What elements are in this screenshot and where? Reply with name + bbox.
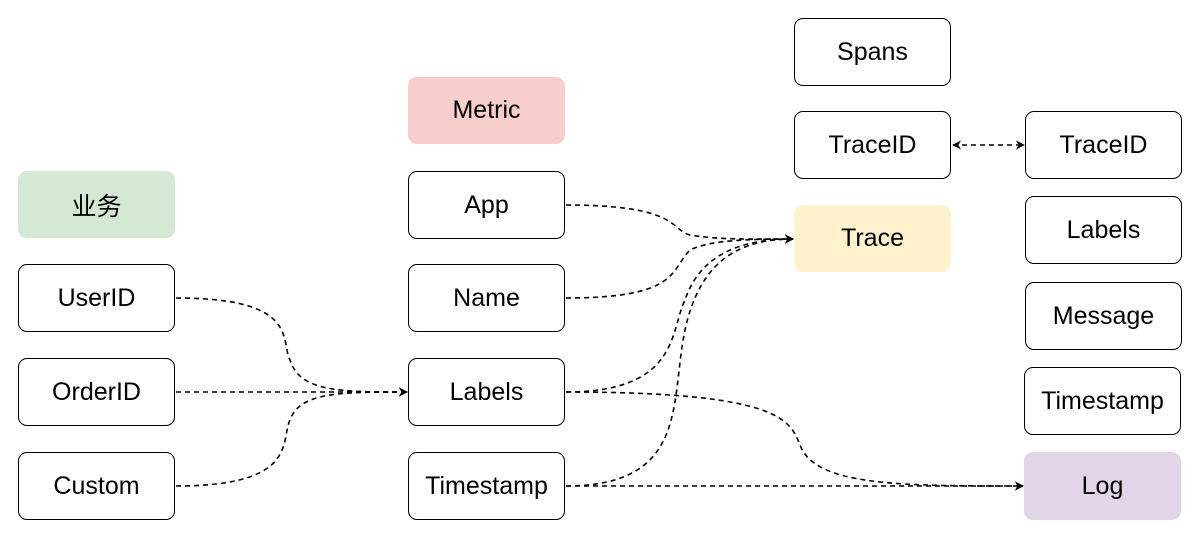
trace-spans-label: Spans	[837, 37, 908, 66]
metric-item-label: Labels	[449, 377, 524, 406]
business-item-custom: Custom	[18, 452, 175, 520]
log-item-label: Message	[1052, 301, 1155, 330]
log-header-label: Log	[1081, 471, 1124, 500]
metric-item-name: Name	[408, 264, 565, 332]
business-item-orderid: OrderID	[18, 358, 175, 426]
log-item-labels: Labels	[1025, 196, 1182, 264]
log-item-message: Message	[1025, 282, 1182, 350]
trace-traceid: TraceID	[794, 111, 951, 179]
log-item-label: Labels	[1066, 215, 1141, 244]
log-item-label: Timestamp	[1041, 386, 1164, 415]
edge-app-trace	[565, 204, 794, 244]
edge-userid-labels	[175, 297, 408, 397]
metric-header-label: Metric	[452, 96, 521, 124]
business-header: 业务	[18, 171, 175, 238]
edge-labels-log	[565, 391, 1024, 491]
edge-name-trace	[565, 234, 794, 299]
log-header: Log	[1024, 452, 1181, 520]
metric-item-app: App	[408, 171, 565, 239]
metric-item-labels: Labels	[408, 358, 565, 426]
metric-item-label: Timestamp	[425, 471, 548, 500]
edge-custom-labels	[175, 387, 408, 487]
business-item-label: Custom	[53, 471, 140, 500]
business-item-label: OrderID	[52, 377, 141, 406]
metric-item-label: App	[464, 190, 509, 219]
business-item-userid: UserID	[18, 264, 175, 332]
metric-item-timestamp: Timestamp	[408, 452, 565, 520]
edge-labels-trace	[565, 234, 794, 393]
trace-spans: Spans	[794, 18, 951, 86]
trace-header-label: Trace	[841, 224, 904, 252]
trace-traceid-label: TraceID	[828, 130, 917, 159]
business-header-label: 业务	[71, 192, 122, 221]
business-item-label: UserID	[57, 283, 136, 312]
metric-item-label: Name	[453, 283, 520, 312]
log-item-timestamp: Timestamp	[1024, 367, 1181, 435]
log-item-label: TraceID	[1059, 130, 1148, 159]
edge-timestamp-trace	[565, 234, 794, 487]
metric-header: Metric	[408, 77, 565, 144]
trace-header: Trace	[794, 205, 951, 272]
log-item-traceid: TraceID	[1025, 111, 1182, 179]
